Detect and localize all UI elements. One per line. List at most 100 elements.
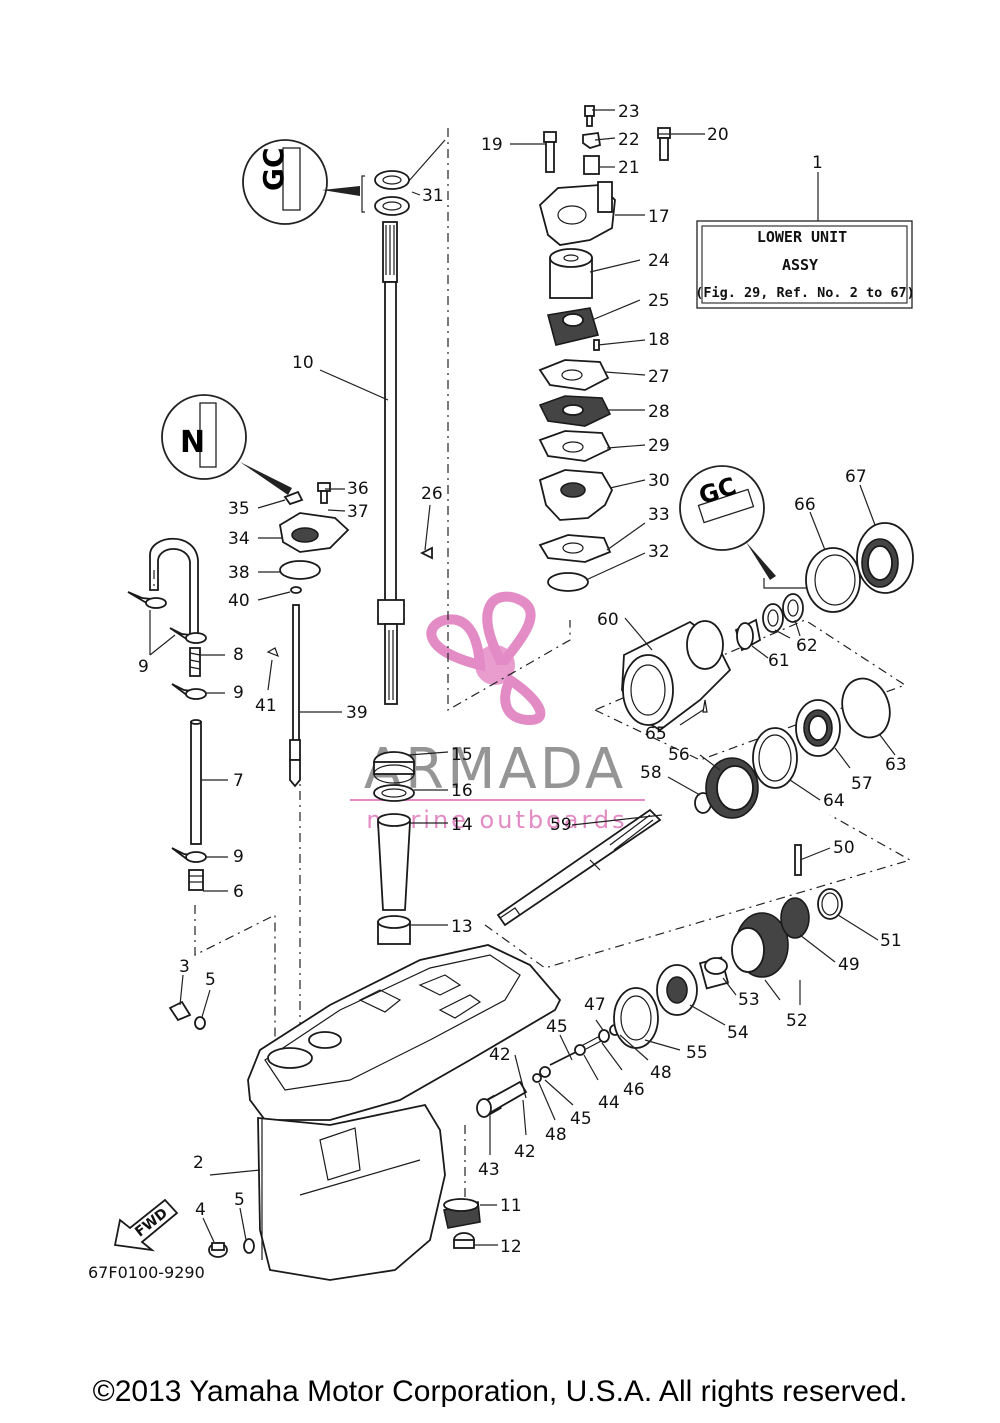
callout-62: 62 <box>796 636 818 656</box>
callout-60: 60 <box>597 610 619 630</box>
callout-5: 5 <box>205 970 216 990</box>
copyright-notice: ©2013 Yamaha Motor Corporation, U.S.A. A… <box>92 1375 908 1408</box>
forward-gear-assembly <box>613 844 843 1049</box>
callout-38: 38 <box>228 563 250 583</box>
callout-58: 58 <box>640 763 662 783</box>
callout-37: 37 <box>347 502 369 522</box>
callout-16: 16 <box>451 781 473 801</box>
callout-66: 66 <box>794 495 816 515</box>
callout-15: 15 <box>451 745 473 765</box>
callout-7: 7 <box>233 771 244 791</box>
callout-9: 9 <box>233 847 244 867</box>
callout-55: 55 <box>686 1043 708 1063</box>
callout-29: 29 <box>648 436 670 456</box>
callout-45: 45 <box>546 1017 568 1037</box>
callout-46: 46 <box>623 1080 645 1100</box>
callout-47: 47 <box>584 995 606 1015</box>
callout-45: 45 <box>570 1109 592 1129</box>
callout-8: 8 <box>233 645 244 665</box>
part-callouts: 1 2 3 4 5 5 6 7 8 9 9 9 10 11 12 13 14 1… <box>138 102 907 1257</box>
callout-19: 19 <box>481 135 503 155</box>
callout-39: 39 <box>346 703 368 723</box>
callout-4: 4 <box>195 1200 206 1220</box>
callout-54: 54 <box>727 1023 749 1043</box>
callout-20: 20 <box>707 125 729 145</box>
callout-27: 27 <box>648 367 670 387</box>
detail-circle-31: GC <box>242 139 360 225</box>
callout-41: 41 <box>255 696 277 716</box>
callout-5: 5 <box>234 1190 245 1210</box>
assy-box-line-3: (Fig. 29, Ref. No. 2 to 67) <box>695 285 914 301</box>
drain-screw-parts <box>208 1238 255 1258</box>
callout-33: 33 <box>648 505 670 525</box>
assy-box-line-2: ASSY <box>782 256 818 274</box>
callout-56: 56 <box>668 745 690 765</box>
assembly-guide-lines <box>194 128 912 1200</box>
callout-48: 48 <box>650 1063 672 1083</box>
callout-28: 28 <box>648 402 670 422</box>
callout-23: 23 <box>618 102 640 122</box>
svg-text:GC: GC <box>257 147 290 191</box>
callout-64: 64 <box>823 791 845 811</box>
callout-31: 31 <box>422 186 444 206</box>
callout-25: 25 <box>648 291 670 311</box>
gearcase-housing <box>247 944 562 1281</box>
detail-circle-62: GC <box>679 465 808 589</box>
callout-63: 63 <box>885 755 907 775</box>
callout-65: 65 <box>645 724 667 744</box>
callout-9: 9 <box>233 683 244 703</box>
propeller-shaft-assembly <box>496 522 914 927</box>
callout-34: 34 <box>228 529 250 549</box>
callout-10: 10 <box>292 353 314 373</box>
callout-48: 48 <box>545 1125 567 1145</box>
pinion-gear-assembly <box>443 1198 481 1249</box>
lower-unit-assy-box: LOWER UNIT ASSY (Fig. 29, Ref. No. 2 to … <box>695 172 915 309</box>
callout-49: 49 <box>838 955 860 975</box>
callout-42: 42 <box>514 1142 536 1162</box>
callout-3: 3 <box>179 957 190 977</box>
callout-9: 9 <box>138 657 149 677</box>
callout-50: 50 <box>833 838 855 858</box>
callout-21: 21 <box>618 158 640 178</box>
callout-42: 42 <box>489 1045 511 1065</box>
water-pump-assembly <box>538 105 671 592</box>
callout-67: 67 <box>845 467 867 487</box>
callout-11: 11 <box>500 1196 522 1216</box>
callout-43: 43 <box>478 1160 500 1180</box>
callout-12: 12 <box>500 1237 522 1257</box>
callout-40: 40 <box>228 591 250 611</box>
callout-44: 44 <box>598 1093 620 1113</box>
callout-61: 61 <box>768 651 790 671</box>
propeller-logo-icon <box>426 591 546 726</box>
callout-18: 18 <box>648 330 670 350</box>
water-hose-assembly <box>127 537 207 1030</box>
drive-shaft-assembly <box>361 170 433 945</box>
svg-text:N: N <box>180 425 205 460</box>
callout-59: 59 <box>550 815 572 835</box>
leader-lines <box>149 109 896 1246</box>
callout-1: 1 <box>812 153 823 173</box>
callout-24: 24 <box>648 251 670 271</box>
callout-2: 2 <box>193 1153 204 1173</box>
callout-57: 57 <box>851 774 873 794</box>
callout-22: 22 <box>618 130 640 150</box>
detail-circle-35: N <box>161 394 292 495</box>
figure-code: 67F0100-9290 <box>88 1263 205 1282</box>
callout-36: 36 <box>347 479 369 499</box>
callout-26: 26 <box>421 484 443 504</box>
callout-14: 14 <box>451 815 473 835</box>
shift-rod-assembly <box>266 482 350 788</box>
shift-plunger-assembly <box>476 1024 621 1118</box>
callout-52: 52 <box>786 1011 808 1031</box>
assy-box-line-1: LOWER UNIT <box>757 228 847 246</box>
callout-30: 30 <box>648 471 670 491</box>
fwd-direction-arrow: FWD <box>113 1198 179 1252</box>
callout-53: 53 <box>738 990 760 1010</box>
callout-51: 51 <box>880 931 902 951</box>
callout-6: 6 <box>233 882 244 902</box>
callout-35: 35 <box>228 499 250 519</box>
callout-17: 17 <box>648 207 670 227</box>
callout-13: 13 <box>451 917 473 937</box>
callout-32: 32 <box>648 542 670 562</box>
